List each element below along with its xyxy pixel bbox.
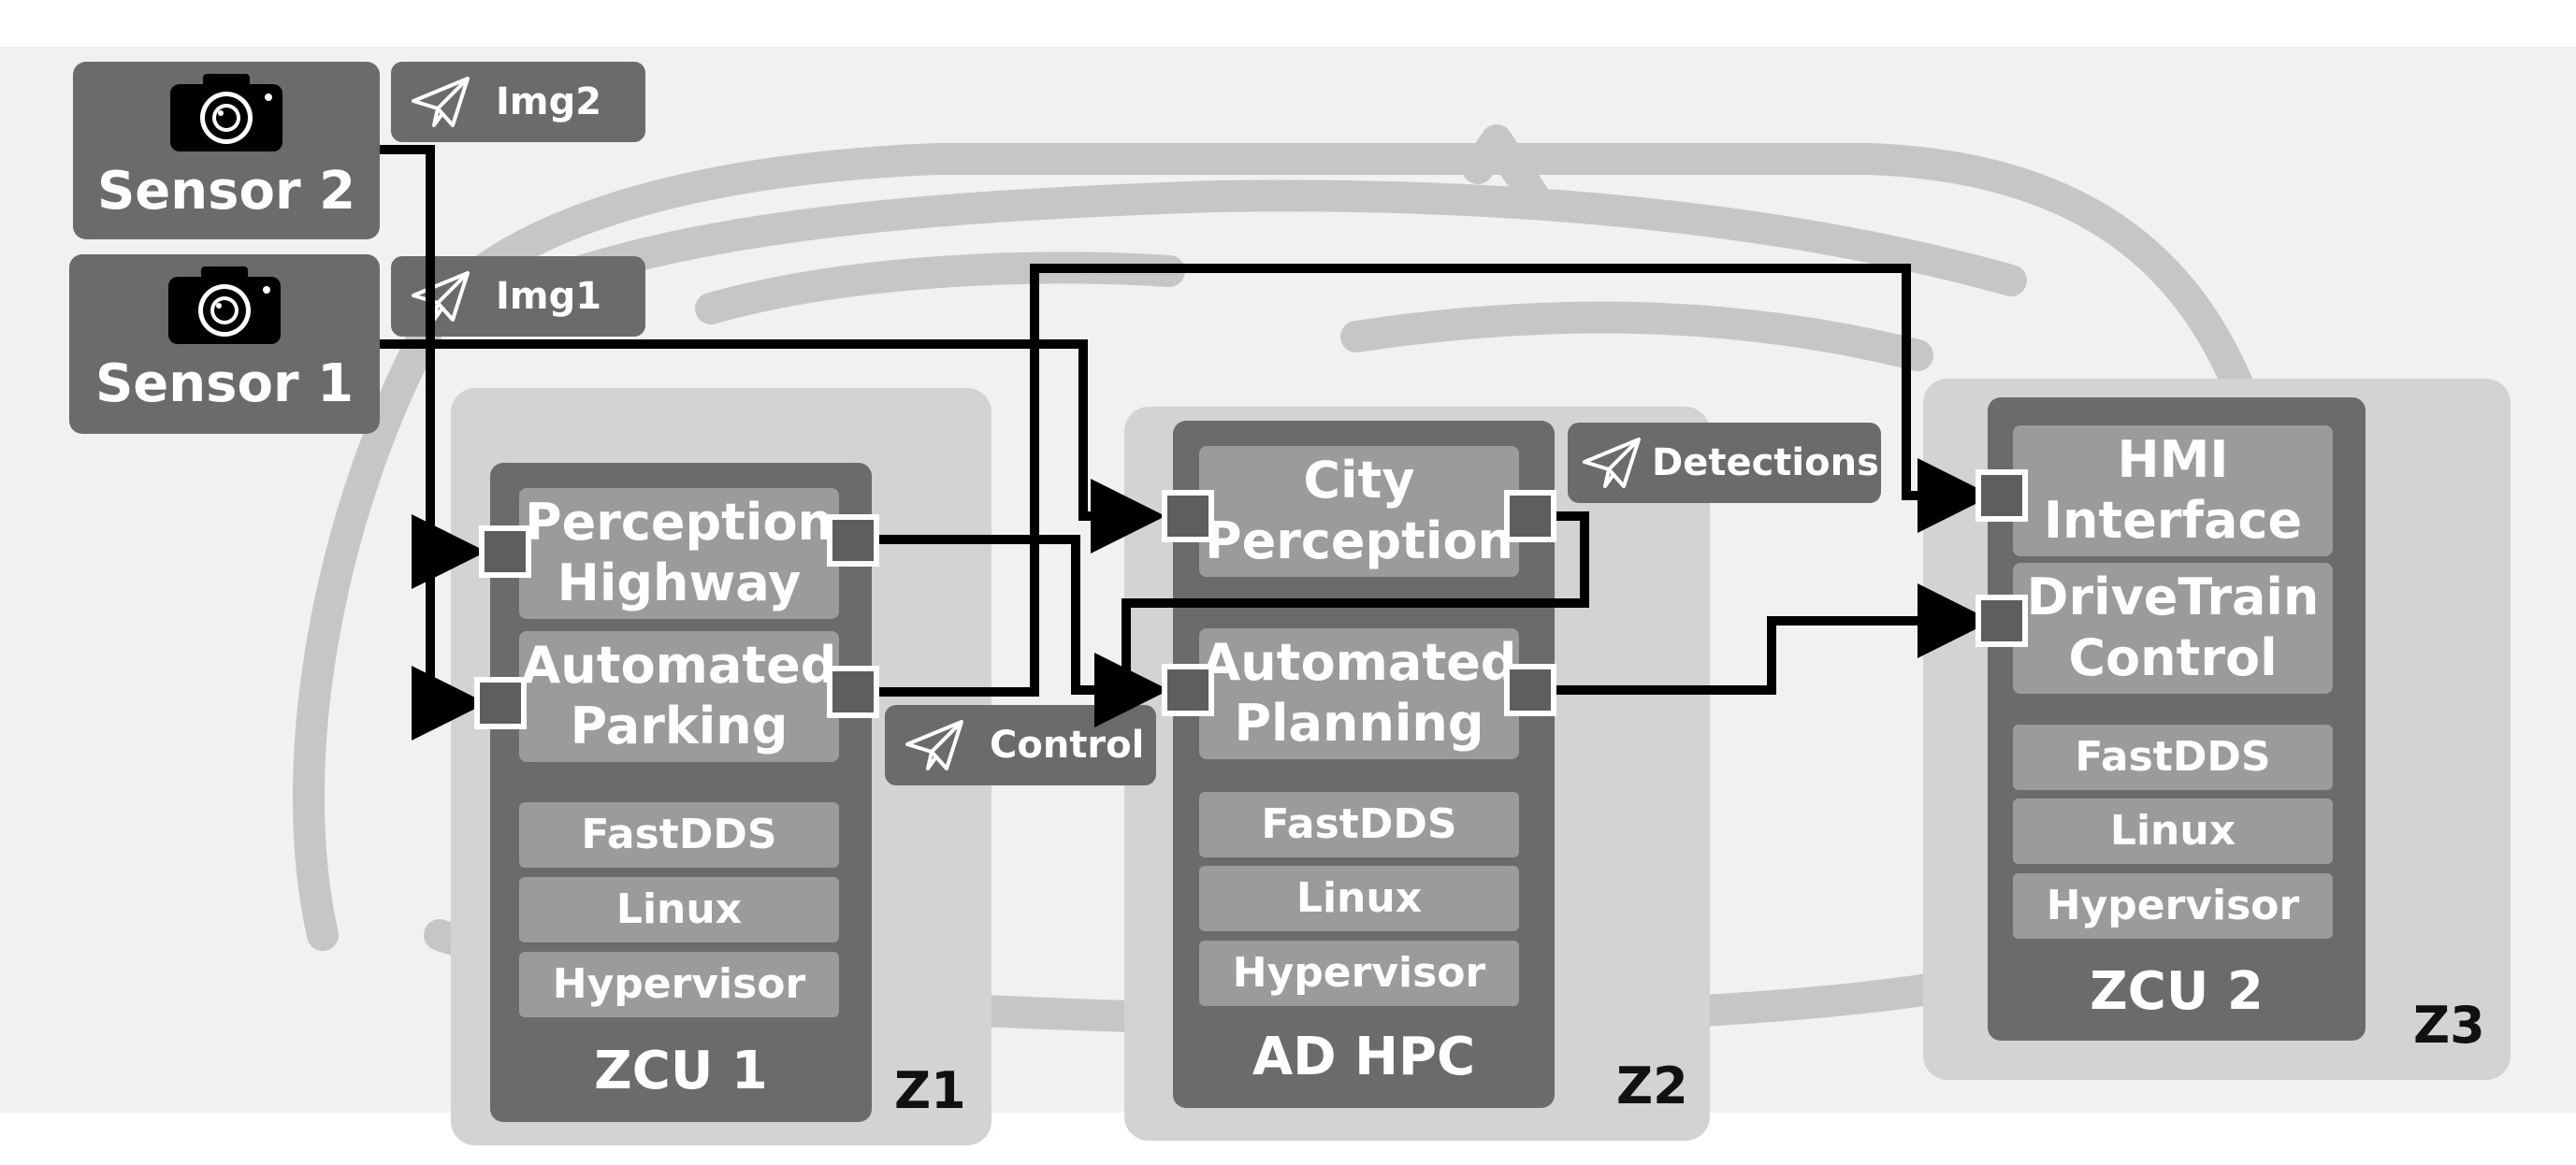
zone-label-z3: Z3 [2413,996,2485,1055]
camera-icon [168,266,281,344]
port-city-perception-out [1504,490,1556,542]
zone-label-z1: Z1 [894,1061,966,1120]
paper-plane-icon [905,720,963,770]
port-perception-highway-out [827,514,879,567]
stack-linux: Linux [1199,866,1519,931]
port-automated-parking-in [474,677,527,729]
port-perception-highway-in [479,525,531,578]
stack-fastdds: FastDDS [2013,725,2333,790]
service-drivetrain-control: DriveTrain Control [2013,563,2333,694]
service-city-perception: City Perception [1199,446,1519,577]
paper-plane-icon [412,77,470,127]
port-drivetrain-control-in [1975,595,2028,647]
port-hmi-interface-in [1975,469,2028,522]
wire-planning-drivetrain [1556,583,1992,695]
stack-hypervisor: Hypervisor [519,952,839,1017]
ecu-name-zcu1: ZCU 1 [594,1040,768,1101]
message-img2: Img2 [391,62,645,142]
wire-sensor1-city-perception [380,339,1165,554]
port-city-perception-in [1162,490,1214,542]
service-hmi-interface: HMI Interface [2013,425,2333,556]
wire-sensor2-automated-parking [412,552,486,741]
paper-plane-icon [1583,438,1641,488]
service-automated-planning: Automated Planning [1199,628,1519,759]
sensor-label: Sensor 2 [96,161,356,222]
sensor-1: Sensor 1 [69,254,380,434]
stack-linux: Linux [2013,798,2333,864]
wire-sensor2-perception-highway [380,145,486,589]
stack-fastdds: FastDDS [519,802,839,868]
zone-label-z2: Z2 [1616,1057,1688,1115]
message-label: Img1 [496,275,602,318]
port-automated-parking-out [827,666,879,718]
ecu-name-ad-hpc: AD HPC [1252,1026,1476,1087]
sensor-label: Sensor 1 [94,353,355,414]
ecu-name-zcu2: ZCU 2 [2090,960,2264,1022]
message-label: Control [990,724,1145,767]
sensor-2: Sensor 2 [73,62,380,239]
wire-perception-highway-planning [879,535,1169,727]
wire-parking-hmi [879,264,1992,697]
camera-icon [170,74,282,151]
stack-linux: Linux [519,877,839,942]
service-automated-parking: Automated Parking [519,631,839,762]
wire-city-perception-planning [1122,511,1589,690]
message-label: Detections [1652,441,1879,484]
stack-fastdds: FastDDS [1199,792,1519,857]
service-perception-highway: Perception Highway [519,488,839,619]
message-detections: Detections [1568,423,1881,503]
message-label: Img2 [496,80,602,123]
message-img1: Img1 [391,256,645,337]
stack-hypervisor: Hypervisor [2013,873,2333,939]
port-automated-planning-in [1162,664,1214,716]
port-automated-planning-out [1504,664,1556,716]
stack-hypervisor: Hypervisor [1199,941,1519,1006]
